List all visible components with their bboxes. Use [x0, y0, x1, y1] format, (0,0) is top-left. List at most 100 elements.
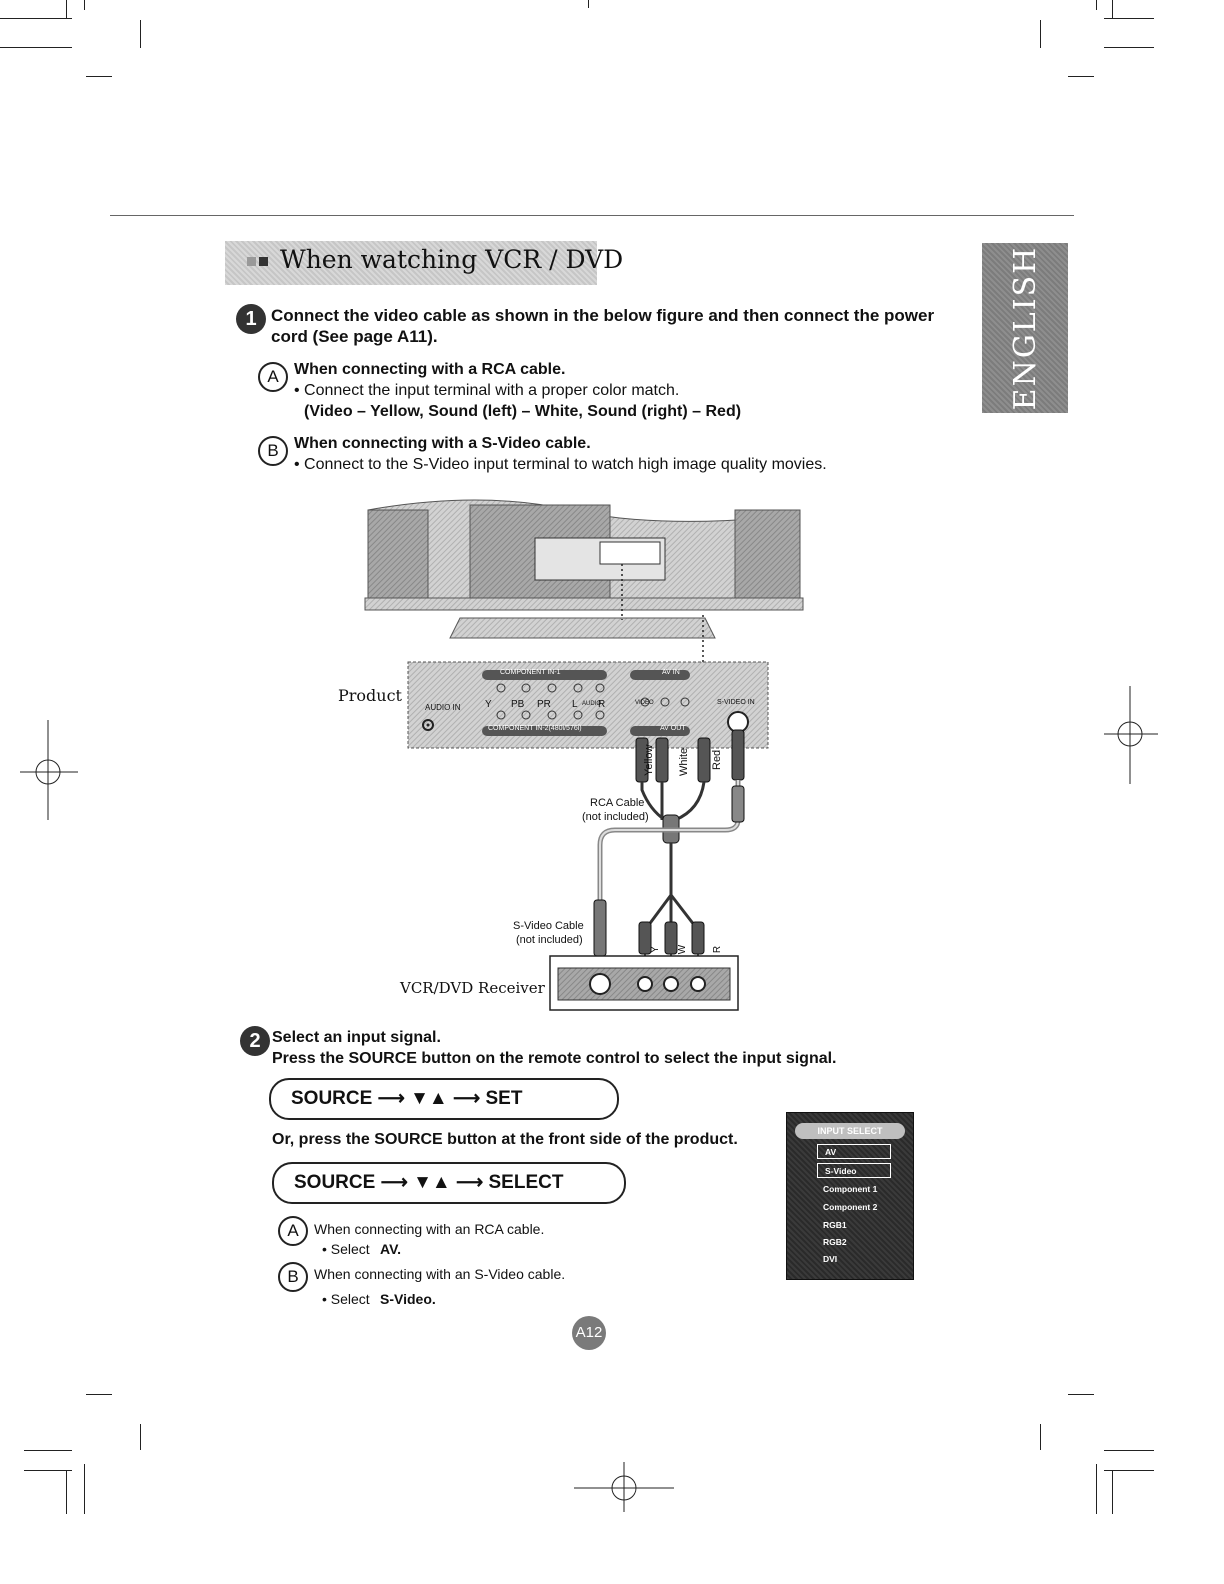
receiver-label: VCR/DVD Receiver — [400, 979, 545, 997]
crop-mark — [1068, 1394, 1094, 1395]
rca-cable-illustration — [635, 729, 745, 968]
svideo-in-label: S-VIDEO IN — [717, 699, 755, 706]
w-plug-label: W — [677, 944, 689, 955]
header-rule — [110, 215, 1074, 216]
registration-target-bottom — [574, 1462, 674, 1512]
wire-yellow-label: Yellow — [643, 744, 655, 776]
y-plug-label: Y — [649, 946, 661, 953]
crop-mark — [140, 20, 141, 48]
crop-mark — [1096, 0, 1097, 10]
step-2-number-icon: 2 — [240, 1026, 270, 1056]
crop-mark — [86, 1394, 112, 1395]
crop-mark — [66, 1470, 67, 1514]
crop-mark — [1096, 1464, 1097, 1514]
step-1-b-bullet: • Connect to the S-Video input terminal … — [294, 456, 827, 473]
step-1-a-bullet: • Connect the input terminal with a prop… — [294, 382, 680, 399]
osd-title: INPUT SELECT — [795, 1123, 905, 1139]
step-1-text-line2: cord (See page A11). — [271, 327, 438, 346]
crop-mark — [66, 0, 67, 18]
rca-cable-label: RCA Cable — [590, 797, 645, 809]
osd-item-box — [817, 1144, 891, 1159]
step-1-b-heading: When connecting with a S-Video cable. — [294, 435, 591, 452]
page-title: When watching VCR / DVD — [280, 245, 624, 274]
step-1-a-heading: When connecting with a RCA cable. — [294, 361, 566, 378]
tv-back-illustration — [364, 499, 804, 662]
wire-red-label: Red — [711, 749, 723, 770]
crop-mark — [84, 0, 85, 10]
step-1-b-letter-icon: B — [258, 436, 288, 466]
title-square-icon — [259, 257, 268, 266]
crop-mark — [1040, 20, 1041, 48]
input-select-osd: INPUT SELECT AV S-Video Component 1 Comp… — [786, 1112, 914, 1280]
crop-mark — [1104, 1470, 1154, 1471]
crop-mark — [86, 76, 112, 77]
wire-white-label: White — [678, 747, 690, 776]
section-title-band: When watching VCR / DVD — [225, 241, 623, 285]
osd-item: RGB1 — [823, 1220, 847, 1230]
svideo-not-included-label: (not included) — [516, 934, 583, 946]
r-jack-label: R — [598, 699, 606, 710]
y-jack-label: Y — [485, 699, 492, 710]
language-tab-label: ENGLISH — [1007, 245, 1043, 411]
step-2-a-select-value: AV. — [380, 1241, 402, 1257]
step-2-heading: Select an input signal. — [272, 1029, 441, 1046]
svideo-cable-illustration — [593, 780, 745, 968]
pr-jack-label: PR — [537, 699, 551, 710]
step-2-line2: Press the SOURCE button on the remote co… — [272, 1050, 837, 1067]
remote-source-sequence-text: SOURCE ⟶ ▼▲ ⟶ SET — [291, 1088, 523, 1109]
crop-mark — [24, 1450, 72, 1451]
crop-mark — [1104, 18, 1154, 19]
osd-item: DVI — [823, 1254, 838, 1264]
crop-mark — [1112, 0, 1113, 18]
crop-mark — [24, 1470, 72, 1471]
crop-mark — [0, 18, 72, 19]
registration-target-left — [20, 720, 78, 820]
crop-mark — [1104, 1450, 1154, 1451]
video-jack-label: VIDEO — [635, 700, 654, 706]
product-label: Product — [338, 686, 402, 705]
crop-mark — [0, 47, 72, 48]
step-2-a-text: When connecting with an RCA cable. — [314, 1221, 545, 1237]
product-jack-panel — [407, 661, 769, 749]
crop-mark — [588, 0, 589, 8]
av-out-label: AV OUT — [660, 725, 686, 732]
step-2-a-letter-icon: A — [278, 1216, 308, 1246]
osd-item-box — [817, 1163, 891, 1178]
crop-mark — [1040, 1424, 1041, 1450]
crop-mark — [84, 1464, 85, 1514]
front-source-sequence: SOURCE ⟶ ▼▲ ⟶ SELECT — [272, 1162, 626, 1204]
component-in1-label: COMPONENT IN-1 — [500, 669, 561, 676]
osd-item: Component 1 — [823, 1184, 878, 1194]
remote-source-sequence: SOURCE ⟶ ▼▲ ⟶ SET — [269, 1078, 619, 1120]
step-2-b-text: When connecting with an S-Video cable. — [314, 1266, 566, 1282]
step-1-text-line1: Connect the video cable as shown in the … — [271, 306, 935, 325]
audio-jack-label: AUDIO — [582, 701, 602, 707]
rca-not-included-label: (not included) — [582, 811, 649, 823]
av-in-label: AV IN — [662, 669, 680, 676]
step-2-a-select-prefix: • Select — [322, 1241, 370, 1257]
title-square-icon — [247, 257, 256, 266]
step-1-number-icon: 1 — [236, 304, 266, 334]
audio-in-label: AUDIO IN — [425, 703, 461, 712]
step-1-a-letter-icon: A — [258, 362, 288, 392]
crop-mark — [1068, 76, 1094, 77]
crop-mark — [1112, 1470, 1113, 1514]
step-2-b-letter-icon: B — [278, 1262, 308, 1292]
step-1-a-colors: (Video – Yellow, Sound (left) – White, S… — [304, 403, 742, 420]
connection-diagram — [364, 499, 804, 1011]
registration-target-right — [1104, 686, 1158, 784]
component-in2-label: COMPONENT IN-2(480i/576i) — [488, 725, 582, 732]
svideo-cable-label: S-Video Cable — [513, 920, 584, 932]
osd-item: AV — [825, 1147, 837, 1157]
page-number-badge: A12 — [572, 1316, 606, 1350]
step-2-or-text: Or, press the SOURCE button at the front… — [272, 1131, 738, 1148]
osd-item: RGB2 — [823, 1237, 847, 1247]
language-tab: ENGLISH — [982, 243, 1068, 413]
crop-mark — [140, 1424, 141, 1450]
crop-mark — [1104, 47, 1154, 48]
step-2-b-select-value: S-Video. — [380, 1291, 436, 1307]
step-2-b-select-prefix: • Select — [322, 1291, 370, 1307]
osd-item: S-Video — [825, 1166, 857, 1176]
receiver-panel-illustration — [549, 955, 739, 1011]
osd-item: Component 2 — [823, 1202, 878, 1212]
